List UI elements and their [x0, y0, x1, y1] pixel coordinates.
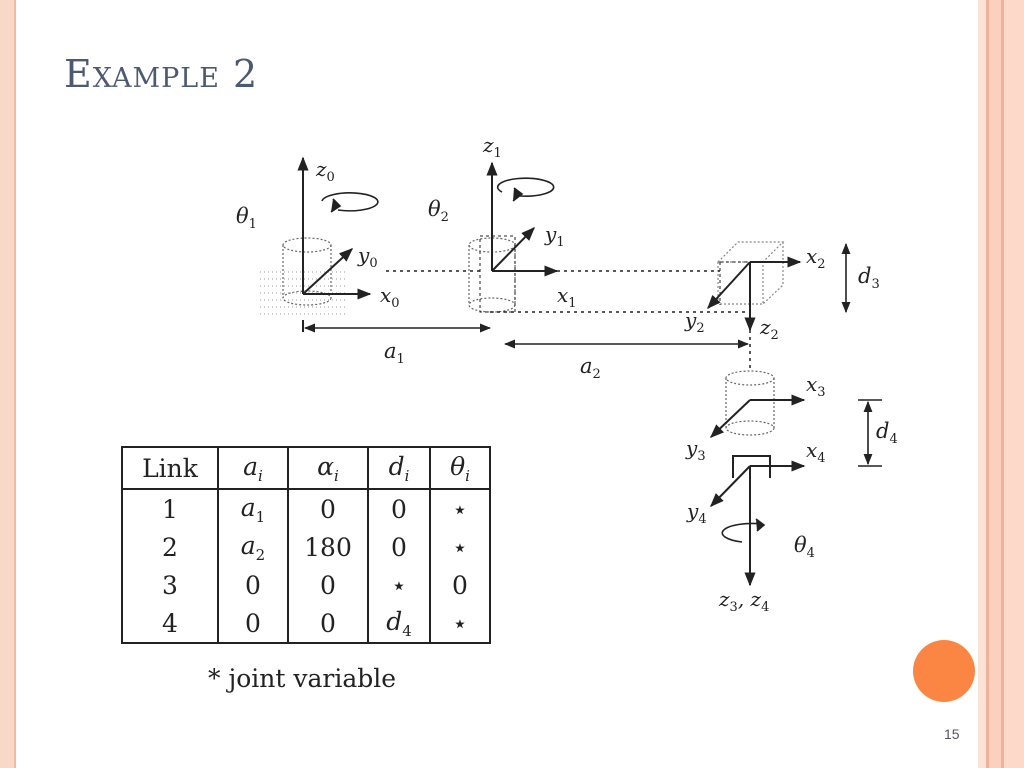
label-theta1: θ1	[236, 204, 257, 232]
slide-number: 15	[944, 726, 960, 742]
header-link: Link	[121, 447, 219, 490]
table-cell: 0	[217, 566, 289, 604]
header-alpha: αi	[287, 447, 369, 490]
joint1-cylinder	[282, 237, 332, 306]
y0-axis	[302, 248, 354, 295]
table-header-row: Link ai αi di θi	[121, 447, 491, 490]
table-cell: 1	[121, 489, 219, 528]
label-y4: y4	[686, 499, 707, 527]
label-y0: y0	[357, 243, 378, 271]
right-border-decoration	[978, 0, 1024, 768]
theta4-rotation	[721, 518, 766, 543]
accent-circle	[913, 640, 975, 702]
table-row: 3 0 0 ⋆ 0	[121, 566, 491, 604]
label-x2: x2	[806, 244, 826, 272]
table-cell: 2	[121, 528, 219, 566]
header-a: ai	[217, 447, 289, 490]
joint3-cube	[717, 241, 785, 305]
label-d4: d4	[876, 419, 898, 447]
table-cell: 180	[287, 528, 369, 566]
table-cell: 0	[287, 489, 369, 528]
label-a1: a1	[384, 339, 405, 367]
table-cell: 0	[367, 528, 431, 566]
table-cell: 3	[121, 566, 219, 604]
header-d: di	[367, 447, 431, 490]
table-cell: ⋆	[429, 604, 491, 643]
table-cell: a1	[217, 489, 289, 528]
label-x1: x1	[557, 283, 577, 311]
table-cell: 0	[429, 566, 491, 604]
label-d3: d3	[858, 264, 880, 292]
table-cell: 4	[121, 604, 219, 643]
table-cell: a2	[217, 528, 289, 566]
label-y1: y1	[544, 222, 565, 250]
theta2-rotation	[496, 177, 555, 202]
table-row: 2 a2 180 0 ⋆	[121, 528, 491, 566]
link-lines	[386, 270, 751, 372]
d4-dimension	[858, 399, 882, 467]
label-theta2: θ2	[428, 197, 449, 225]
y3-axis	[709, 399, 751, 438]
table-cell: 0	[287, 566, 369, 604]
table-cell: 0	[217, 604, 289, 643]
label-z2: z2	[759, 315, 779, 343]
table-cell: 0	[367, 489, 431, 528]
table-cell: ⋆	[429, 489, 491, 528]
label-y2: y2	[684, 308, 705, 336]
header-theta: θi	[429, 447, 491, 490]
table-cell: 0	[287, 604, 369, 643]
table-row: 4 0 0 d4 ⋆	[121, 604, 491, 643]
label-x0: x0	[380, 283, 400, 311]
label-z3-z4: z3, z4	[718, 587, 769, 615]
table-row: 1 a1 0 0 ⋆	[121, 489, 491, 528]
joint4-cylinder	[725, 370, 775, 436]
label-theta4: θ4	[794, 533, 815, 561]
label-y3: y3	[685, 436, 706, 464]
label-x4: x4	[806, 438, 826, 466]
y1-axis	[491, 226, 535, 272]
table-footnote: * joint variable	[208, 664, 397, 693]
table-cell: ⋆	[429, 528, 491, 566]
label-z0: z0	[315, 157, 335, 185]
dh-parameter-table: Link ai αi di θi 1 a1 0 0 ⋆ 2 a2 180 0 ⋆…	[121, 446, 491, 644]
table-cell: d4	[367, 604, 431, 643]
slide-title: Example 2	[64, 52, 259, 96]
table-cell: ⋆	[367, 566, 431, 604]
y2-axis	[707, 261, 751, 310]
y4-axis	[710, 465, 751, 508]
left-border-decoration	[0, 0, 16, 768]
label-a2: a2	[580, 354, 601, 382]
theta1-rotation	[321, 192, 379, 213]
label-x3: x3	[806, 372, 826, 400]
label-z1: z1	[482, 133, 502, 161]
